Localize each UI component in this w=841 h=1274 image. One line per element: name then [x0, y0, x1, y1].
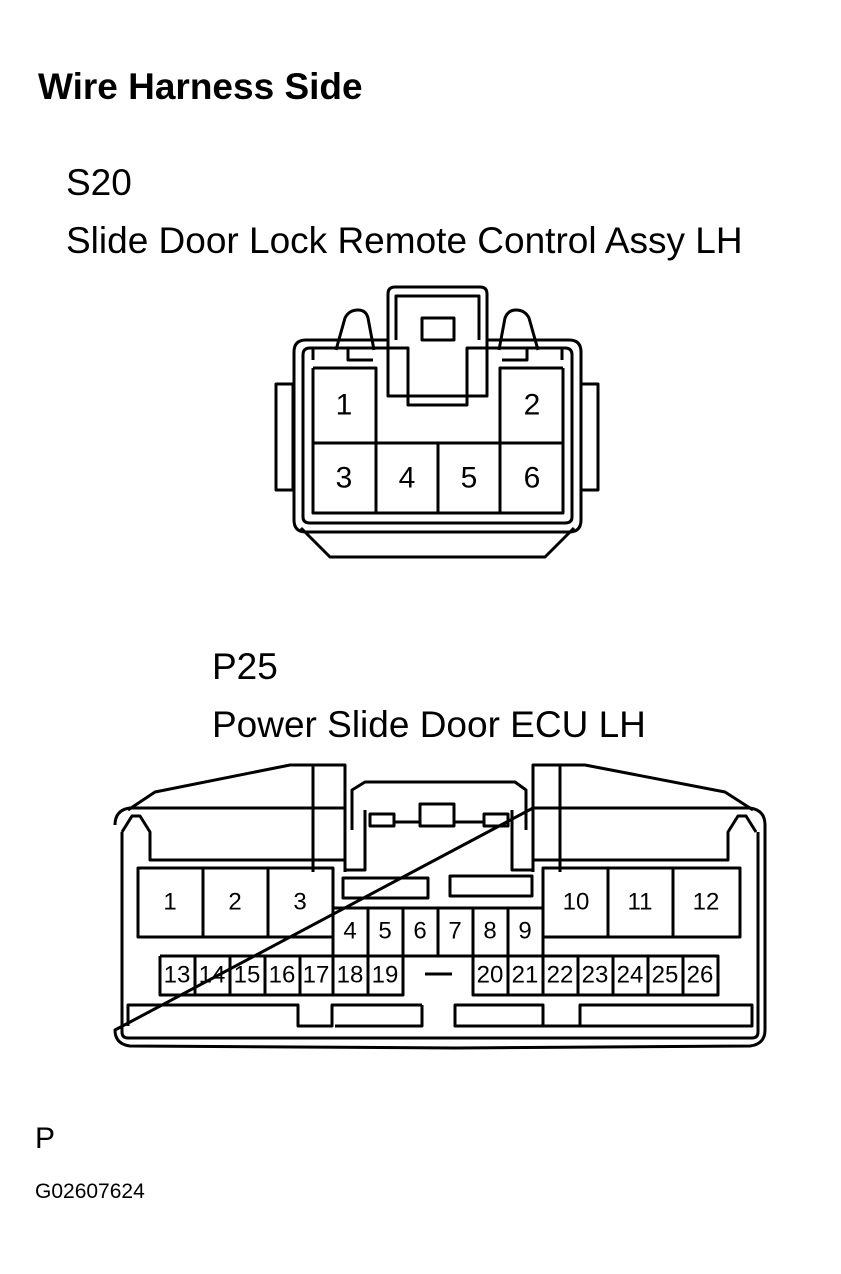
page-letter: P	[35, 1122, 56, 1155]
p25-pin-26: 26	[687, 962, 714, 989]
p25-pin-25: 25	[652, 962, 679, 989]
p25-pin-2: 2	[228, 889, 241, 916]
s20-pin-5: 5	[461, 462, 478, 495]
p25-pin-12: 12	[693, 889, 720, 916]
p25-pin-4: 4	[343, 918, 356, 945]
p25-pin-16: 16	[269, 962, 296, 989]
p25-pin-24: 24	[617, 962, 644, 989]
s20-pin-1: 1	[336, 389, 353, 422]
p25-pin-21: 21	[512, 962, 539, 989]
p25-pin-17: 17	[303, 962, 330, 989]
p25-pin-18: 18	[337, 962, 364, 989]
p25-pin-5: 5	[378, 918, 391, 945]
p25-pin-9: 9	[518, 918, 531, 945]
p25-pin-20: 20	[477, 962, 504, 989]
connector-name-s20: Slide Door Lock Remote Control Assy LH	[66, 220, 743, 261]
p25-pin-11: 11	[628, 889, 653, 916]
s20-pin-6: 6	[524, 462, 541, 495]
p25-pin-14: 14	[199, 962, 226, 989]
s20-pin-labels: 1 2 3 4 5 6	[336, 389, 541, 495]
p25-pin-23: 23	[582, 962, 609, 989]
p25-connector-outline	[113, 763, 767, 1050]
connector-code-s20: S20	[66, 162, 132, 203]
s20-connector-outline	[274, 285, 600, 559]
p25-pin-19: 19	[372, 962, 399, 989]
p25-pin-8: 8	[483, 918, 496, 945]
s20-pin-3: 3	[336, 462, 353, 495]
diagram-heading: Wire Harness Side	[38, 66, 363, 107]
p25-pin-13: 13	[164, 962, 191, 989]
p25-pin-1: 1	[163, 889, 176, 916]
p25-pin-22: 22	[547, 962, 574, 989]
p25-pin-10: 10	[563, 889, 590, 916]
s20-pin-4: 4	[399, 462, 416, 495]
connector-name-p25: Power Slide Door ECU LH	[212, 704, 646, 745]
p25-pin-7: 7	[448, 918, 461, 945]
p25-pin-3: 3	[293, 889, 306, 916]
p25-pin-15: 15	[234, 962, 261, 989]
p25-pin-6: 6	[413, 918, 426, 945]
s20-pin-2: 2	[524, 389, 541, 422]
connector-code-p25: P25	[212, 646, 278, 687]
figure-id: G02607624	[35, 1180, 145, 1203]
